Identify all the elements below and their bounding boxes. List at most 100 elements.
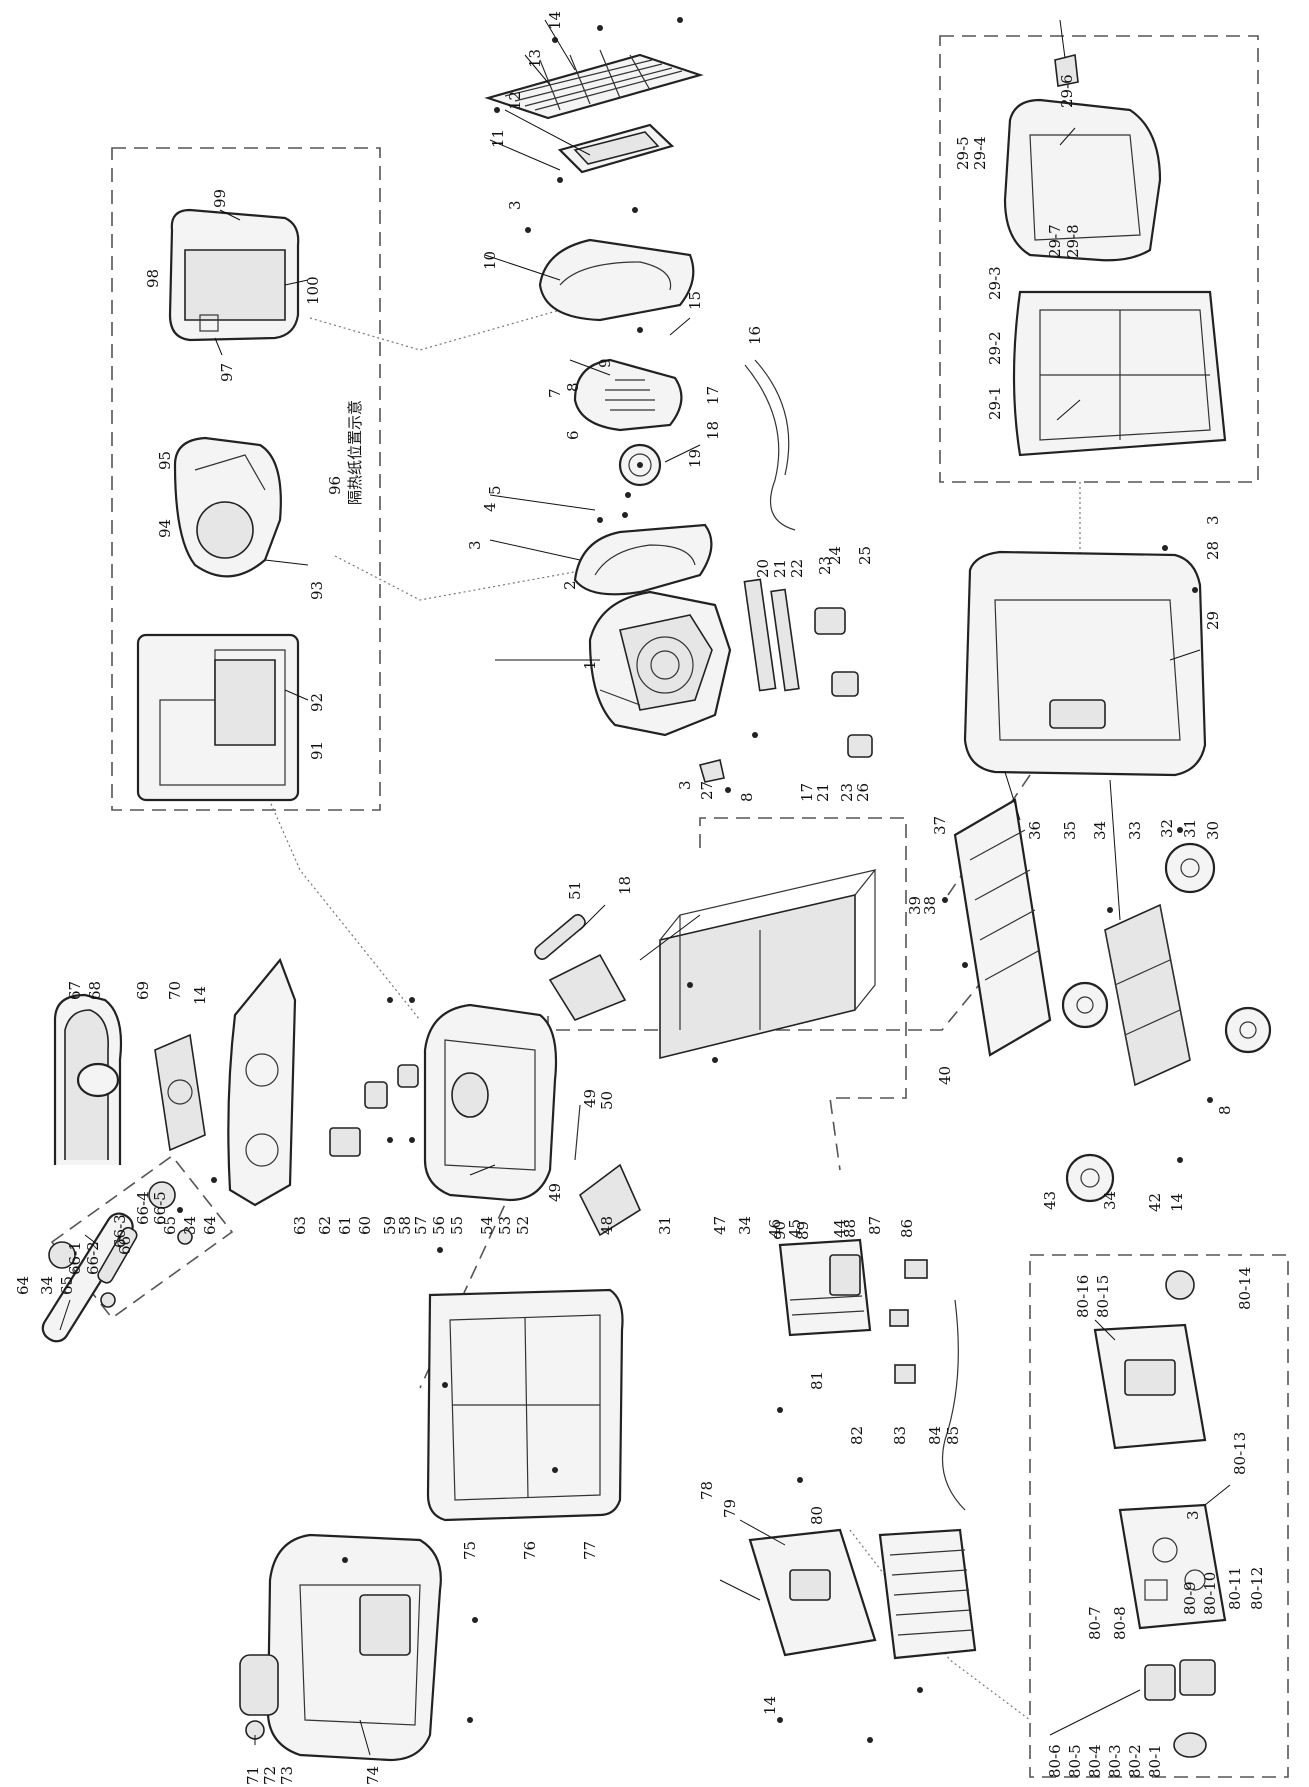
label-3-e: 3: [1184, 1510, 1202, 1520]
label-66-1: 66-1: [66, 1241, 84, 1275]
label-80-14: 80-14: [1236, 1267, 1254, 1310]
base-plate-part-36: [953, 798, 1052, 1057]
label-66-4: 66-4: [134, 1191, 152, 1225]
label-51: 51: [566, 881, 584, 900]
label-12: 12: [506, 91, 524, 110]
label-74: 74: [364, 1766, 382, 1785]
label-68: 68: [86, 981, 104, 1000]
label-43: 43: [1041, 1191, 1059, 1210]
label-50: 50: [598, 1091, 616, 1110]
label-42: 42: [1146, 1193, 1164, 1212]
label-14-d: 14: [761, 1696, 779, 1715]
label-66-2: 66-2: [84, 1241, 102, 1275]
label-73: 73: [278, 1766, 296, 1785]
small-parts-83-86: [889, 1259, 928, 1384]
label-34-b: 34: [1101, 1191, 1119, 1210]
label-29-2: 29-2: [986, 331, 1004, 365]
label-91: 91: [308, 741, 326, 760]
label-29-7: 29-7: [1046, 224, 1064, 258]
label-32: 32: [1158, 819, 1176, 838]
label-33: 33: [1126, 821, 1144, 840]
label-88: 88: [841, 1219, 859, 1238]
label-40: 40: [936, 1066, 954, 1085]
label-80-8: 80-8: [1111, 1606, 1129, 1640]
control-panel-detail-group-box: [1029, 1254, 1289, 1778]
label-66-3: 66-3: [111, 1214, 129, 1248]
label-69: 69: [134, 981, 152, 1000]
label-17-b: 17: [798, 783, 816, 802]
filter-frame-part-12: [557, 123, 675, 174]
panel-components-parts-80-3-80-9: [1144, 1659, 1216, 1758]
fuel-tank-bracket-part-63: [227, 957, 297, 1207]
reference-line-control-panel: [849, 1529, 1031, 1721]
label-80-16: 80-16: [1074, 1275, 1092, 1318]
label-80-7: 80-7: [1086, 1606, 1104, 1640]
label-14-top: 14: [546, 11, 564, 30]
wheel-part-front: [1224, 1006, 1272, 1054]
leader-lines: [59, 19, 1231, 1756]
label-80-1: 80-1: [1146, 1744, 1164, 1778]
panel-plate-part-80-11: [1118, 1503, 1227, 1630]
insulation-pad-part-97: [168, 208, 300, 342]
grille-panel-part-13: [484, 49, 704, 120]
exhaust-pipe-part-66: [41, 1212, 134, 1343]
label-8-b: 8: [738, 792, 756, 802]
label-49: 49: [546, 1183, 564, 1202]
engine-part-1: [588, 590, 732, 737]
label-23-b: 23: [838, 783, 856, 802]
label-21-a: 21: [771, 559, 789, 578]
label-26: 26: [854, 783, 872, 802]
label-65-b: 65: [58, 1276, 76, 1295]
label-29-6: 29-6: [1058, 74, 1076, 108]
label-72: 72: [261, 1766, 279, 1785]
label-54: 54: [478, 1216, 496, 1235]
control-panel-part-80: [748, 1528, 877, 1657]
label-95: 95: [156, 451, 174, 470]
label-97: 97: [218, 363, 236, 382]
label-24: 24: [826, 546, 844, 565]
side-cover-part-74: [266, 1533, 442, 1762]
label-78: 78: [698, 1481, 716, 1500]
ignition-coil-parts-23-24: [814, 607, 873, 758]
label-21-b: 21: [814, 783, 832, 802]
side-cover-detail-group-box: [939, 35, 1259, 483]
label-80-5: 80-5: [1066, 1744, 1084, 1778]
label-92: 92: [308, 693, 326, 712]
handle-part-48-upper: [534, 914, 627, 1021]
label-3-c: 3: [676, 780, 694, 790]
label-53: 53: [496, 1216, 514, 1235]
label-80-6: 80-6: [1046, 1744, 1064, 1778]
frame-part-44: [659, 869, 877, 1060]
tank-plate-part-70: [154, 1033, 206, 1152]
label-3-a: 3: [506, 200, 524, 210]
label-80-12: 80-12: [1248, 1567, 1266, 1610]
label-8-c: 8: [1216, 1105, 1234, 1115]
label-86: 86: [898, 1219, 916, 1238]
label-84: 84: [926, 1426, 944, 1445]
label-4: 4: [481, 502, 499, 512]
label-29-1: 29-1: [986, 386, 1004, 420]
label-80-2: 80-2: [1126, 1744, 1144, 1778]
side-cover-inner-part-29-2: [1012, 290, 1227, 457]
label-60: 60: [356, 1216, 374, 1235]
label-34-e: 34: [38, 1276, 56, 1295]
label-44: 44: [831, 1219, 849, 1238]
label-52: 52: [514, 1216, 532, 1235]
label-15: 15: [686, 291, 704, 310]
fuel-filter-part-66-3: [97, 1226, 193, 1308]
label-80-4: 80-4: [1086, 1744, 1104, 1778]
insulation-position-annotation: 隔热纸位置示意: [346, 400, 364, 505]
label-64-b: 64: [14, 1276, 32, 1295]
recoil-cover-part-9: [573, 358, 683, 432]
label-63: 63: [291, 1216, 309, 1235]
label-8-a: 8: [564, 382, 582, 392]
bracket-parts-20-22: [743, 578, 800, 692]
label-66-5: 66-5: [151, 1191, 169, 1225]
label-79: 79: [721, 1499, 739, 1518]
part-labels: 14 13 12 11 3 10 15 16 9 8 7 6 17 18 19 …: [14, 11, 1266, 1785]
label-18-a: 18: [704, 421, 722, 440]
label-65-a: 65: [161, 1216, 179, 1235]
label-36: 36: [1026, 821, 1044, 840]
fasteners: [177, 17, 1213, 1743]
